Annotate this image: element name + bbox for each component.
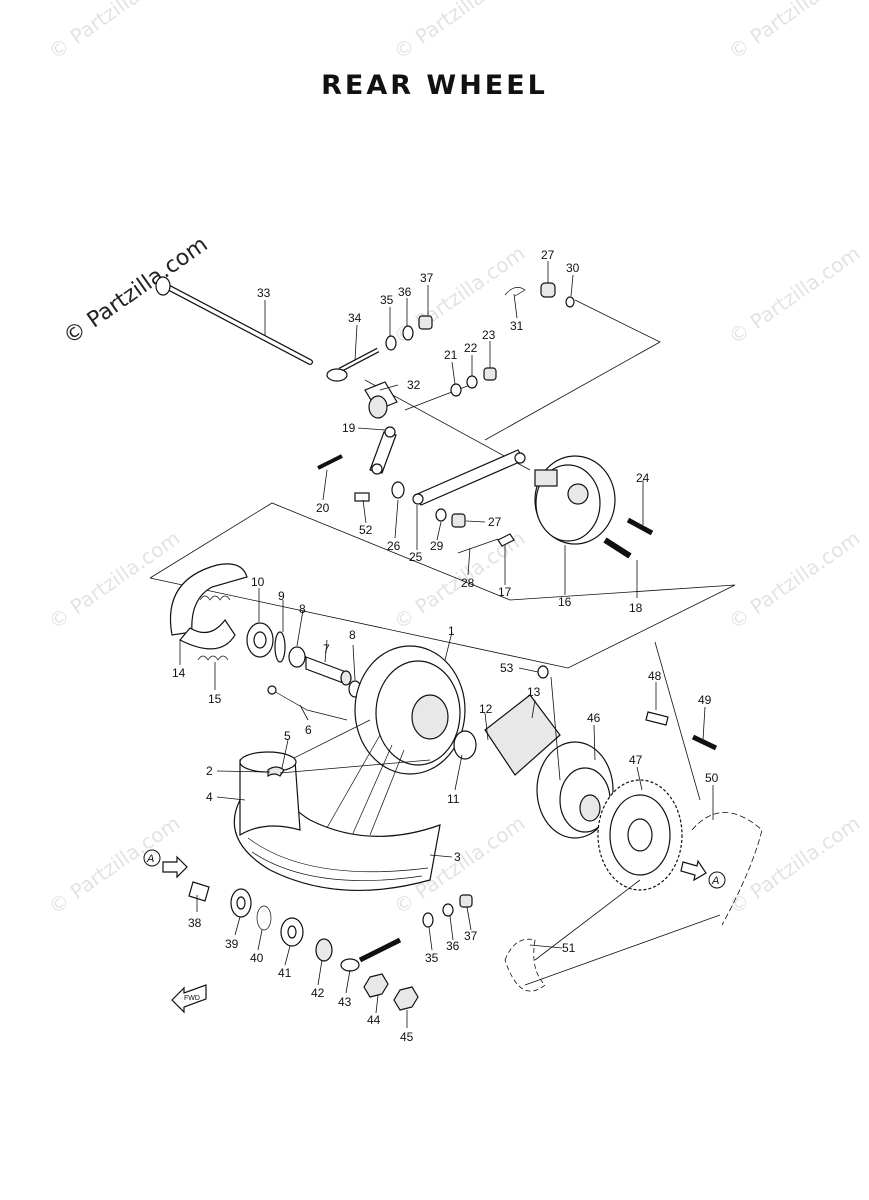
part-label: 19 (342, 421, 356, 435)
watermark: © Partzilla.com (44, 0, 184, 64)
part-label: 16 (558, 595, 572, 609)
part-label: 46 (587, 711, 601, 725)
part-label: 37 (420, 271, 434, 285)
part-label: 36 (398, 285, 412, 299)
part-label: 23 (482, 328, 496, 342)
part-label: 4 (206, 790, 213, 804)
watermark: © Partzilla.com (724, 811, 864, 919)
damper (484, 665, 561, 776)
part-label: 1 (448, 624, 455, 638)
part-label: 17 (498, 585, 512, 599)
part-label: 45 (400, 1030, 414, 1044)
part-label: 49 (698, 693, 712, 707)
assembly-outlines (149, 299, 736, 669)
part-label: 14 (172, 666, 186, 680)
part-label: 53 (500, 661, 514, 675)
chain-joint (504, 879, 721, 992)
part-label: 33 (257, 286, 271, 300)
part-label: 51 (562, 941, 576, 955)
part-label: 20 (316, 501, 330, 515)
watermark: © Partzilla.com (724, 526, 864, 634)
brake-plate (435, 455, 654, 559)
ref-mark: A (146, 853, 154, 865)
part-label: 8 (349, 628, 356, 642)
part-label: 7 (323, 642, 330, 656)
fwd-arrow: FWD (171, 984, 207, 1014)
part-label: 13 (527, 685, 541, 699)
part-label: 39 (225, 937, 239, 951)
part-label: 26 (387, 539, 401, 553)
part-label: 35 (425, 951, 439, 965)
part-label: 22 (464, 341, 478, 355)
part-label: 2 (206, 764, 213, 778)
part-labels: 1 2 3 4 5 6 7 8 8 9 10 11 12 13 14 15 16… (172, 248, 719, 1044)
part-label: 38 (188, 916, 202, 930)
watermark-main: © Partzilla.com (59, 232, 212, 350)
part-label: 35 (380, 293, 394, 307)
brake-shoes (169, 563, 248, 661)
part-label: 42 (311, 986, 325, 1000)
part-label: 34 (348, 311, 362, 325)
hub-bearings (246, 622, 362, 698)
part-label: 5 (284, 729, 291, 743)
axle (155, 276, 313, 365)
watermark: © Partzilla.com (389, 0, 529, 64)
lock-plate (645, 711, 718, 751)
part-label: 43 (338, 995, 352, 1009)
sprocket (597, 779, 683, 891)
watermark: © Partzilla.com (724, 241, 864, 349)
rim (233, 751, 441, 891)
part-label: 50 (705, 771, 719, 785)
ref-mark: A (711, 875, 719, 887)
torque-arm (317, 426, 526, 506)
chain (691, 812, 763, 926)
part-label: 10 (251, 575, 265, 589)
part-label: 28 (461, 576, 475, 590)
part-label: 18 (629, 601, 643, 615)
part-label: 27 (488, 515, 502, 529)
part-label: 21 (444, 348, 458, 362)
part-label: 37 (464, 929, 478, 943)
part-label: 36 (446, 939, 460, 953)
watermark: © Partzilla.com (44, 526, 184, 634)
part-label: 27 (541, 248, 555, 262)
page-title: REAR WHEEL (321, 70, 548, 101)
part-label: 29 (430, 539, 444, 553)
top-hardware (385, 282, 575, 397)
part-label: 30 (566, 261, 580, 275)
cable (267, 685, 431, 778)
spacer-32 (364, 381, 398, 419)
part-label: 8 (299, 602, 306, 616)
part-label: 12 (479, 702, 493, 716)
part-label: 15 (208, 692, 222, 706)
part-label: 47 (629, 753, 643, 767)
fwd-label: FWD (184, 995, 200, 1002)
part-label: 31 (510, 319, 524, 333)
part-label: 24 (636, 471, 650, 485)
reference-a-left: A (143, 849, 188, 879)
wheel-hub (269, 645, 477, 841)
part-label: 41 (278, 966, 292, 980)
part-label: 9 (278, 589, 285, 603)
part-label: 3 (454, 850, 461, 864)
part-label: 44 (367, 1013, 381, 1027)
part-label: 6 (305, 723, 312, 737)
reference-a-right: A (680, 859, 726, 889)
part-label: 40 (250, 951, 264, 965)
part-label: 11 (447, 792, 460, 806)
bolt-34 (326, 347, 380, 382)
watermark: © Partzilla.com (724, 0, 864, 64)
part-label: 48 (648, 669, 662, 683)
axle-hardware (188, 881, 473, 1011)
part-label: 32 (407, 378, 421, 392)
leader-lines (179, 261, 714, 1028)
watermarks: © Partzilla.com © Partzilla.com © Partzi… (44, 0, 864, 919)
sprocket-hub (536, 741, 614, 839)
part-label: 25 (409, 550, 423, 564)
part-label: 52 (359, 523, 373, 537)
